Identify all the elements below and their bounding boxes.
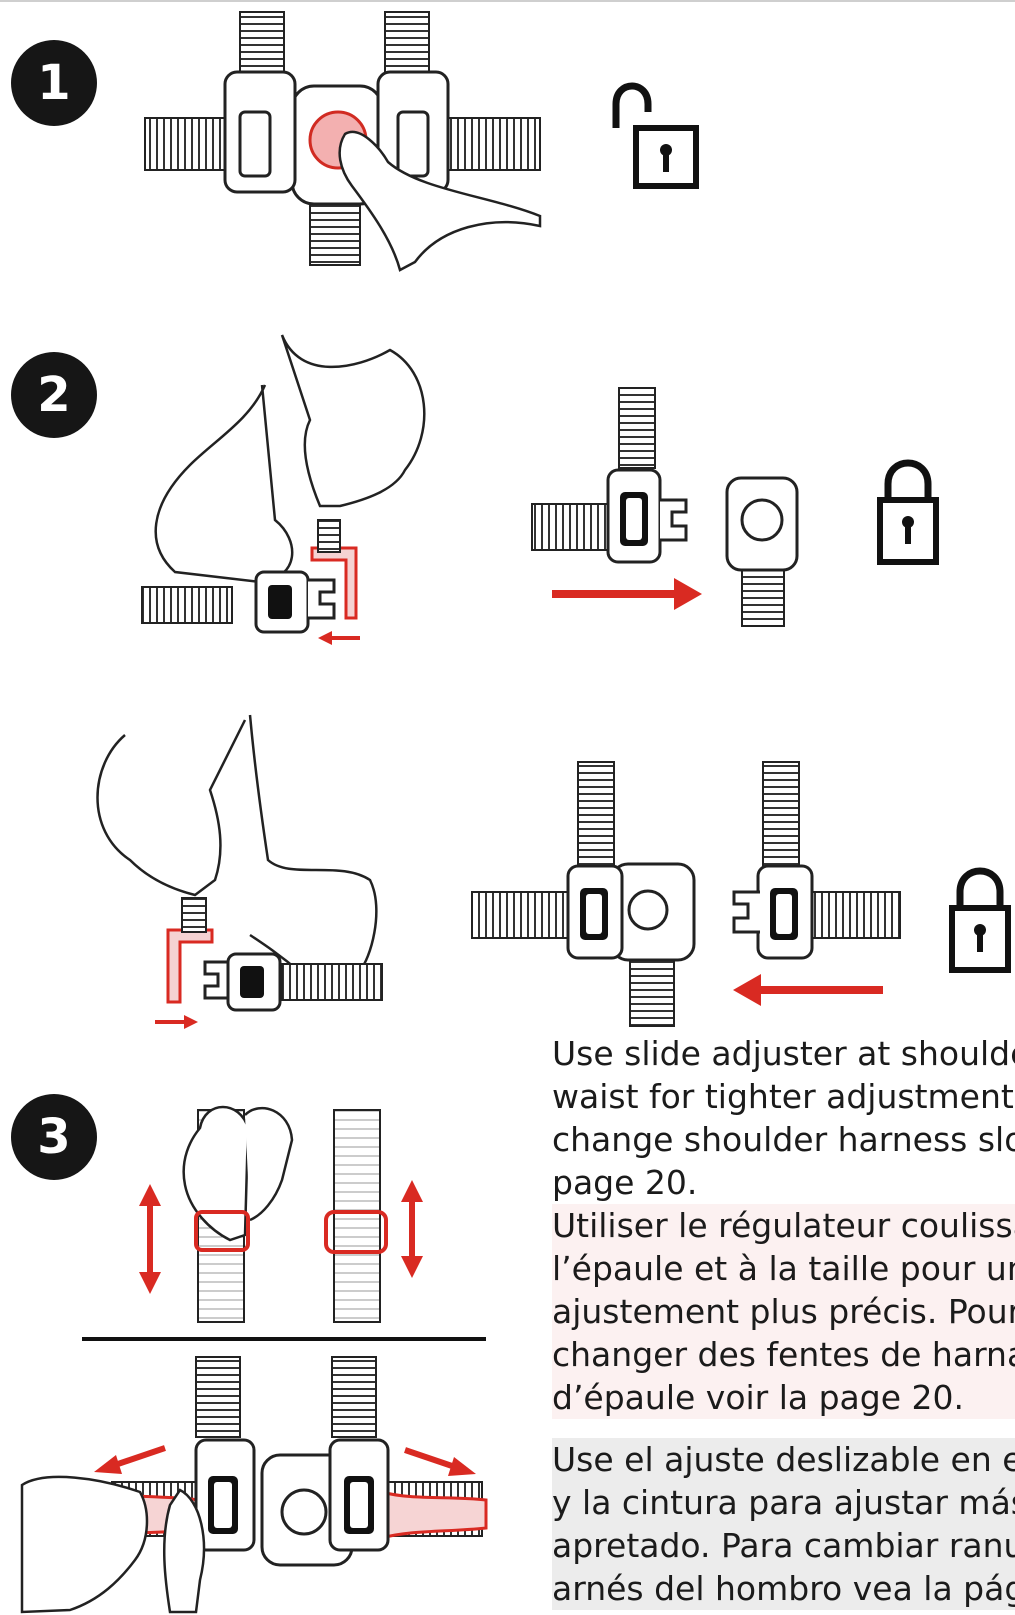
french-line: changer des fentes de harnais bbox=[552, 1335, 1015, 1374]
step2-buckle-illustration bbox=[531, 387, 799, 627]
step3-harness-illustration bbox=[20, 1356, 488, 1614]
step2b-buckle-illustration bbox=[471, 761, 901, 1027]
step2b-hands-illustration bbox=[96, 714, 383, 1029]
french-instructions: Utiliser le régulateur coulissan l’épaul… bbox=[552, 1204, 1015, 1419]
spanish-line: arnés del hombro vea la pági bbox=[552, 1569, 1015, 1608]
top-rule bbox=[0, 0, 1015, 2]
step1-buckle-illustration bbox=[144, 11, 542, 272]
step-1-badge: 1 bbox=[11, 40, 97, 126]
french-line: d’épaule voir la page 20. bbox=[552, 1378, 965, 1417]
step2-hands-illustration bbox=[141, 334, 426, 645]
spanish-line: y la cintura para ajustar más bbox=[552, 1483, 1015, 1522]
locked-padlock-icon-2 bbox=[949, 867, 1011, 973]
french-line: ajustement plus précis. Pour bbox=[552, 1292, 1015, 1331]
step-2-number: 2 bbox=[37, 367, 71, 423]
step-3-number: 3 bbox=[37, 1109, 71, 1165]
english-line: page 20. bbox=[552, 1163, 698, 1202]
step-2-badge: 2 bbox=[11, 352, 97, 438]
step-1-number: 1 bbox=[37, 55, 71, 111]
step-3-badge: 3 bbox=[11, 1094, 97, 1180]
english-line: change shoulder harness slots bbox=[552, 1120, 1015, 1159]
english-line: waist for tighter adjustment. T bbox=[552, 1077, 1015, 1116]
french-line: Utiliser le régulateur coulissan bbox=[552, 1206, 1015, 1245]
english-instructions: Use slide adjuster at shoulder waist for… bbox=[552, 1032, 1015, 1204]
spanish-line: Use el ajuste deslizable en el h bbox=[552, 1440, 1015, 1479]
step3-slide-adjuster-illustration bbox=[139, 1105, 423, 1323]
french-line: l’épaule et à la taille pour un bbox=[552, 1249, 1015, 1288]
spanish-instructions: Use el ajuste deslizable en el h y la ci… bbox=[552, 1438, 1015, 1610]
unlocked-padlock-icon bbox=[612, 82, 699, 189]
locked-padlock-icon bbox=[877, 459, 939, 565]
english-line: Use slide adjuster at shoulder bbox=[552, 1034, 1015, 1073]
spanish-line: apretado. Para cambiar ranur bbox=[552, 1526, 1015, 1565]
